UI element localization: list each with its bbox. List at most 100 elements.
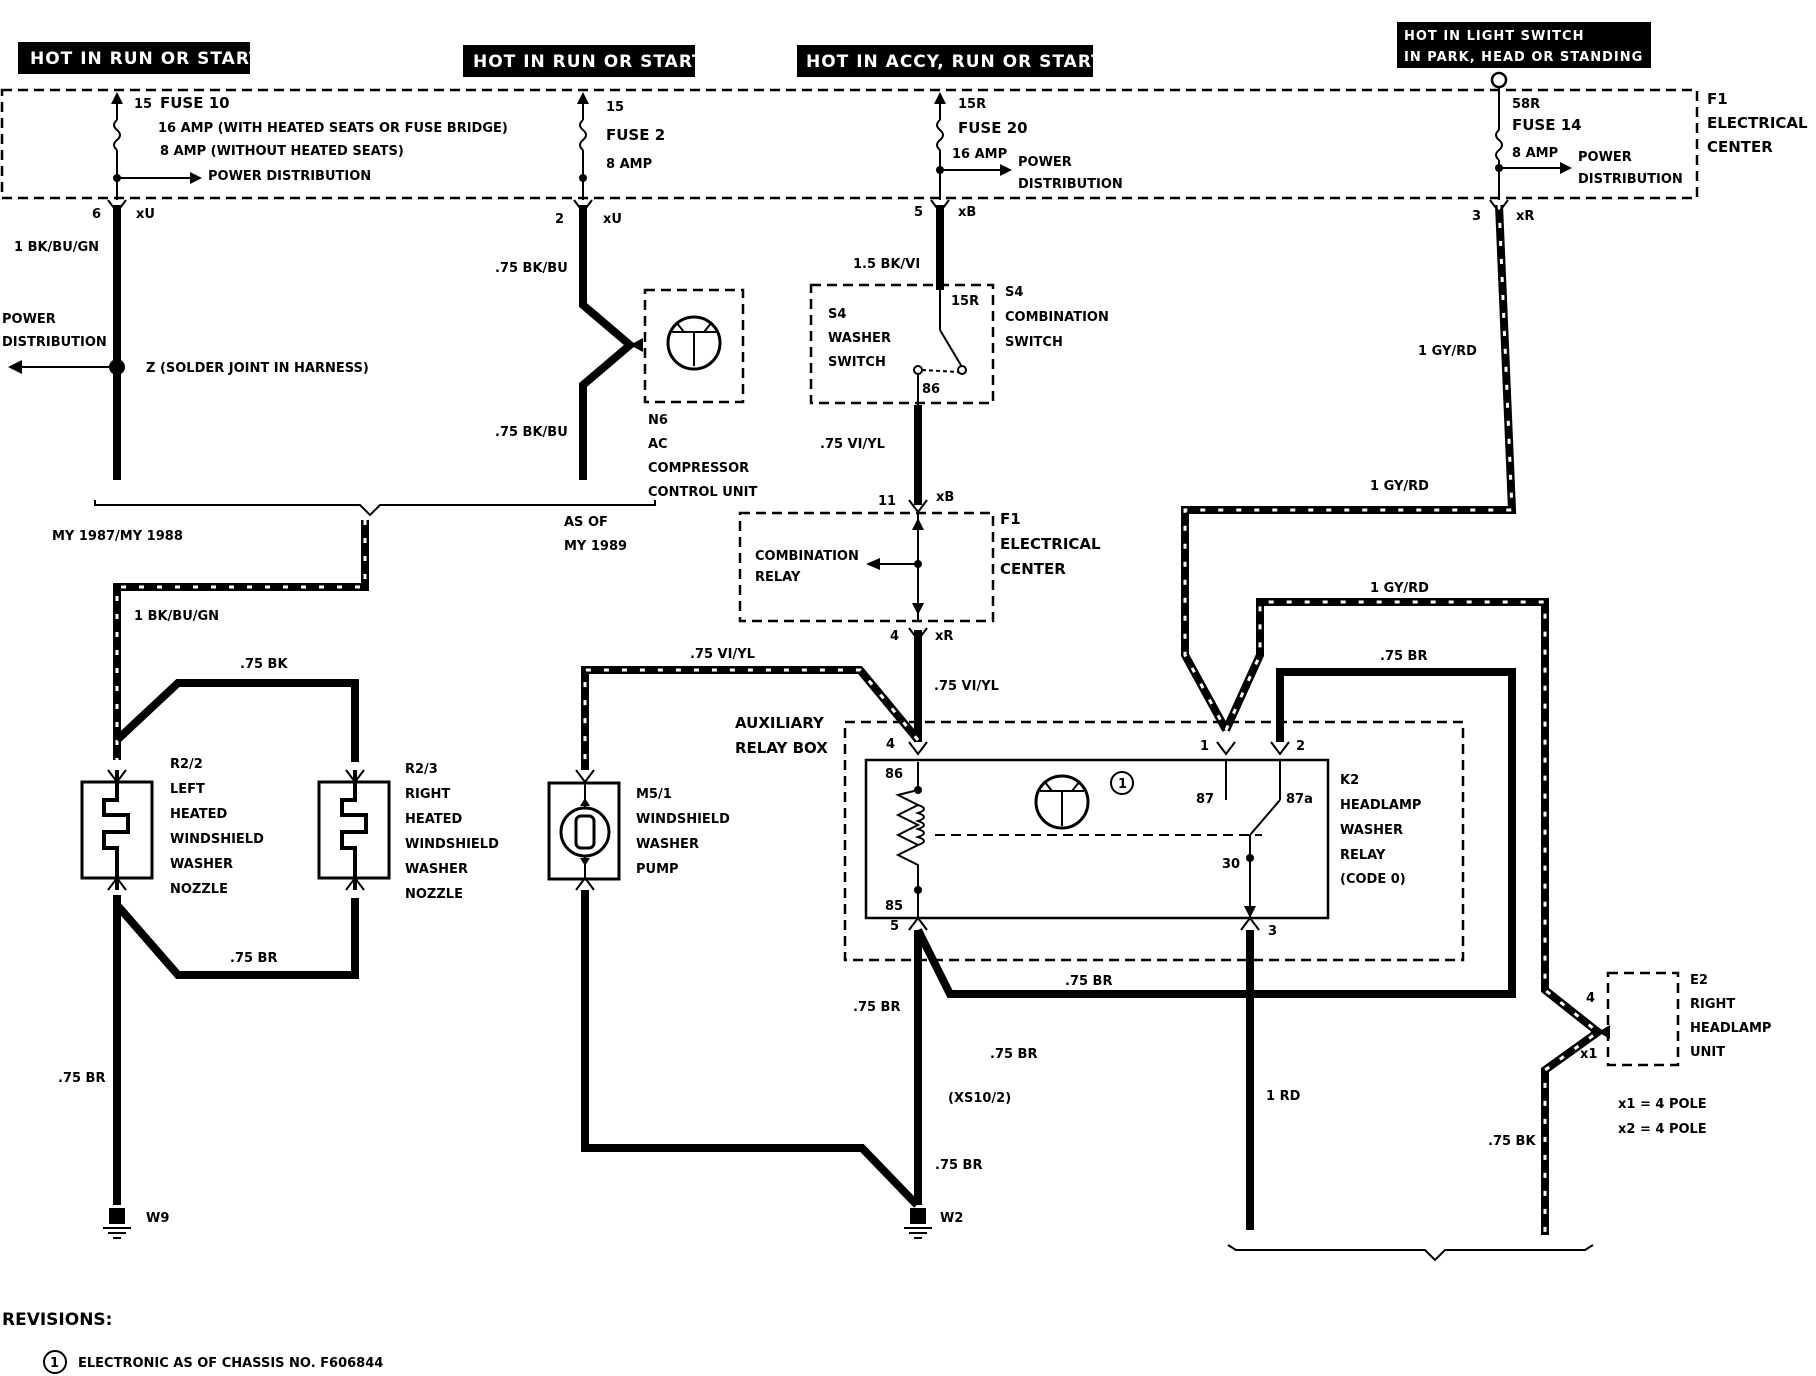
svg-text:FUSE 20: FUSE 20 [958, 119, 1028, 137]
wire-label-bk-bu-gn-1: 1 BK/BU/GN [14, 240, 99, 255]
svg-text:WINDSHIELD: WINDSHIELD [170, 832, 264, 847]
svg-text:SWITCH: SWITCH [1005, 335, 1063, 350]
wire-label-gy-rd-2: 1 GY/RD [1370, 479, 1429, 494]
svg-text:RELAY: RELAY [755, 570, 801, 585]
svg-text:8 AMP: 8 AMP [1512, 146, 1558, 161]
svg-text:16 AMP: 16 AMP [952, 147, 1007, 162]
m5-1-label: M5/1 WINDSHIELD WASHER PUMP [636, 787, 730, 877]
svg-text:xB: xB [958, 205, 976, 220]
header-hot-run-start-2: HOT IN RUN OR START [463, 45, 705, 77]
svg-text:CENTER: CENTER [1000, 560, 1066, 578]
wire-label-gy-rd-3: 1 GY/RD [1370, 581, 1429, 596]
svg-text:RELAY: RELAY [1340, 848, 1386, 863]
n6-label: N6 AC COMPRESSOR CONTROL UNIT [648, 413, 757, 500]
svg-text:F1: F1 [1707, 90, 1728, 108]
auxiliary-relay-box-label: AUXILIARY RELAY BOX [735, 714, 828, 757]
wire-label-bk-bu-gn-2: 1 BK/BU/GN [134, 609, 219, 624]
m5-1-washer-pump [547, 769, 621, 891]
svg-text:6: 6 [92, 207, 101, 222]
svg-text:CENTER: CENTER [1707, 138, 1773, 156]
wire-label-1-rd: 1 RD [1266, 1089, 1301, 1104]
header-hot-accy-run-start: HOT IN ACCY, RUN OR START [797, 45, 1104, 77]
wire-label-75-br-loop: .75 BR [1065, 974, 1112, 989]
brace-bottom-right [1227, 1244, 1594, 1262]
svg-text:WINDSHIELD: WINDSHIELD [636, 812, 730, 827]
svg-text:ELECTRICAL: ELECTRICAL [1707, 114, 1808, 132]
wire-label-75-vi-yl-2: .75 VI/YL [934, 679, 999, 694]
svg-text:HEATED: HEATED [405, 812, 463, 827]
wire-label-75-br-2: .75 BR [58, 1071, 105, 1086]
wire-bk-bu-gn-nozzles [113, 520, 369, 760]
e2-label: E2 RIGHT HEADLAMP UNIT [1690, 973, 1771, 1060]
ground-w2-label: W2 [940, 1211, 963, 1226]
wire-label-75-br-1: .75 BR [230, 951, 277, 966]
svg-text:85: 85 [885, 899, 903, 914]
svg-text:WINDSHIELD: WINDSHIELD [405, 837, 499, 852]
svg-text:15: 15 [606, 100, 624, 115]
svg-text:POWER: POWER [1018, 155, 1072, 170]
fuse-14: 58R FUSE 14 8 AMP POWER DISTRIBUTION [1490, 71, 1683, 200]
n6-ac-compressor-unit [630, 288, 745, 404]
as-of-label-1: AS OF [564, 515, 608, 530]
svg-text:WASHER: WASHER [170, 857, 233, 872]
my-1987-1988-label: MY 1987/MY 1988 [52, 529, 183, 544]
wire-1-gy-rd-branch [1222, 598, 1605, 1235]
svg-text:ELECTRICAL: ELECTRICAL [1000, 535, 1101, 553]
wire-label-75-bk: .75 BK [240, 657, 288, 672]
svg-text:86: 86 [922, 382, 940, 397]
svg-text:R2/2: R2/2 [170, 757, 203, 772]
svg-text:DISTRIBUTION: DISTRIBUTION [1578, 172, 1683, 187]
nozzle-heater-r2-3 [317, 769, 391, 891]
wire-label-75-br-3: .75 BR [853, 1000, 900, 1015]
svg-text:3: 3 [1472, 209, 1481, 224]
svg-text:8 AMP: 8 AMP [606, 157, 652, 172]
svg-text:POWER DISTRIBUTION: POWER DISTRIBUTION [208, 169, 371, 184]
fuse-2: 15 FUSE 2 8 AMP [577, 92, 665, 200]
svg-text:WASHER: WASHER [828, 331, 891, 346]
svg-text:(CODE 0): (CODE 0) [1340, 872, 1406, 887]
connector-note-2: x2 = 4 POLE [1618, 1122, 1707, 1137]
wire-label-75-vi-yl-3: .75 VI/YL [690, 647, 755, 662]
svg-text:HOT IN ACCY, RUN OR START: HOT IN ACCY, RUN OR START [806, 52, 1104, 72]
svg-text:5: 5 [890, 919, 899, 934]
svg-text:86: 86 [885, 767, 903, 782]
wire-label-75-bk-bu-2: .75 BK/BU [495, 425, 568, 440]
svg-text:CONTROL UNIT: CONTROL UNIT [648, 485, 757, 500]
svg-text:IN PARK, HEAD OR STANDING: IN PARK, HEAD OR STANDING [1404, 50, 1643, 65]
svg-text:RIGHT: RIGHT [405, 787, 450, 802]
svg-text:87a: 87a [1286, 792, 1313, 807]
svg-text:3: 3 [1268, 924, 1277, 939]
svg-text:S4: S4 [1005, 285, 1023, 300]
svg-text:K2: K2 [1340, 773, 1359, 788]
svg-text:HOT IN RUN OR START: HOT IN RUN OR START [473, 52, 705, 72]
wire-label-75-bk-right: .75 BK [1488, 1134, 1536, 1149]
svg-text:RIGHT: RIGHT [1690, 997, 1735, 1012]
svg-text:COMPRESSOR: COMPRESSOR [648, 461, 749, 476]
combination-relay-f1-label: F1 ELECTRICAL CENTER [1000, 510, 1101, 578]
svg-text:M5/1: M5/1 [636, 787, 672, 802]
svg-text:NOZZLE: NOZZLE [170, 882, 228, 897]
nozzle-heater-r2-2 [80, 769, 154, 891]
svg-text:xR: xR [1516, 209, 1534, 224]
svg-text:xU: xU [603, 212, 622, 227]
wire-pump-ground [581, 890, 920, 1208]
svg-text:4: 4 [886, 737, 895, 752]
svg-text:15R: 15R [951, 294, 979, 309]
svg-text:NOZZLE: NOZZLE [405, 887, 463, 902]
wire-label-75-br-top: .75 BR [1380, 649, 1427, 664]
svg-text:WASHER: WASHER [1340, 823, 1403, 838]
s4-washer-switch-label: S4 WASHER SWITCH [828, 307, 891, 370]
revision-1: 1 ELECTRONIC AS OF CHASSIS NO. F606844 [43, 1350, 383, 1374]
svg-text:4: 4 [890, 629, 899, 644]
svg-text:HEATED: HEATED [170, 807, 228, 822]
svg-text:WASHER: WASHER [405, 862, 468, 877]
ground-w9-label: W9 [146, 1211, 169, 1226]
power-distribution-label-2: DISTRIBUTION [2, 335, 107, 350]
svg-text:30: 30 [1222, 857, 1240, 872]
svg-text:AUXILIARY: AUXILIARY [735, 714, 825, 732]
power-distribution-label-1: POWER [2, 312, 56, 327]
svg-text:AC: AC [648, 437, 668, 452]
svg-text:DISTRIBUTION: DISTRIBUTION [1018, 177, 1123, 192]
svg-text:FUSE 10: FUSE 10 [160, 94, 230, 112]
svg-text:RELAY BOX: RELAY BOX [735, 739, 828, 757]
